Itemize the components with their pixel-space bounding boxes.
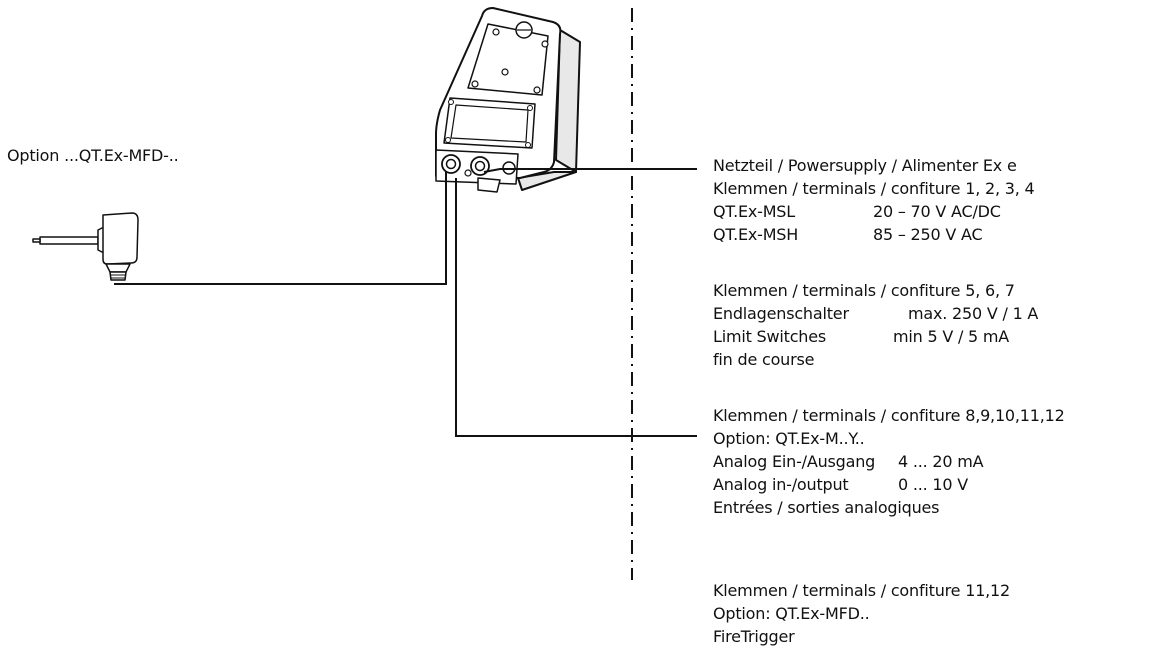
analog-option: Option: QT.Ex-M..Y.. [713,429,865,448]
power-row-label: QT.Ex-MSL [713,202,795,221]
analog-row-value: 0 ... 10 V [898,475,969,494]
limit-french: fin de course [713,350,815,369]
fire-option: Option: QT.Ex-MFD.. [713,604,870,623]
power-row-value: 20 – 70 V AC/DC [873,202,1001,221]
wire-firetrigger [114,172,447,285]
actuator-housing [435,7,581,193]
analog-block: Klemmen / terminals / confiture 8,9,10,1… [713,404,1065,519]
analog-terminals: Klemmen / terminals / confiture 8,9,10,1… [713,406,1065,425]
analog-row-value: 4 ... 20 mA [898,452,984,471]
limit-row-label: Limit Switches [713,327,827,346]
limit-row-switches: Limit Switches min 5 V / 5 mA [713,325,1038,348]
wires [114,168,697,437]
power-terminals: Klemmen / terminals / confiture 1, 2, 3,… [713,179,1035,198]
option-label: Option ...QT.Ex-MFD-.. [7,146,179,165]
power-row-msh: QT.Ex-MSH 85 – 250 V AC [713,223,1034,246]
analog-row-en: Analog in-/output 0 ... 10 V [713,473,1065,496]
analog-row-label: Analog in-/output [713,475,849,494]
limit-row-label: Endlagenschalter [713,304,849,323]
fire-label: FireTrigger [713,627,795,646]
limit-block: Klemmen / terminals / confiture 5, 6, 7 … [713,279,1038,371]
limit-row-endlagen: Endlagenschalter max. 250 V / 1 A [713,302,1038,325]
firetrigger-device [32,212,139,281]
wire-analog [455,178,697,437]
limit-row-value: max. 250 V / 1 A [908,304,1039,323]
analog-row-label: Analog Ein-/Ausgang [713,452,876,471]
power-row-value: 85 – 250 V AC [873,225,983,244]
limit-row-value: min 5 V / 5 mA [893,327,1010,346]
limit-terminals: Klemmen / terminals / confiture 5, 6, 7 [713,281,1015,300]
power-title: Netzteil / Powersupply / Alimenter Ex e [713,156,1017,175]
fire-terminals: Klemmen / terminals / confiture 11,12 [713,581,1011,600]
analog-french: Entrées / sorties analogiques [713,498,940,517]
wire-power [483,168,697,173]
power-block: Netzteil / Powersupply / Alimenter Ex e … [713,154,1035,246]
power-row-msl: QT.Ex-MSL 20 – 70 V AC/DC [713,200,1034,223]
power-row-label: QT.Ex-MSH [713,225,799,244]
analog-row-de: Analog Ein-/Ausgang 4 ... 20 mA [713,450,1065,473]
fire-block: Klemmen / terminals / confiture 11,12 Op… [713,579,1010,648]
